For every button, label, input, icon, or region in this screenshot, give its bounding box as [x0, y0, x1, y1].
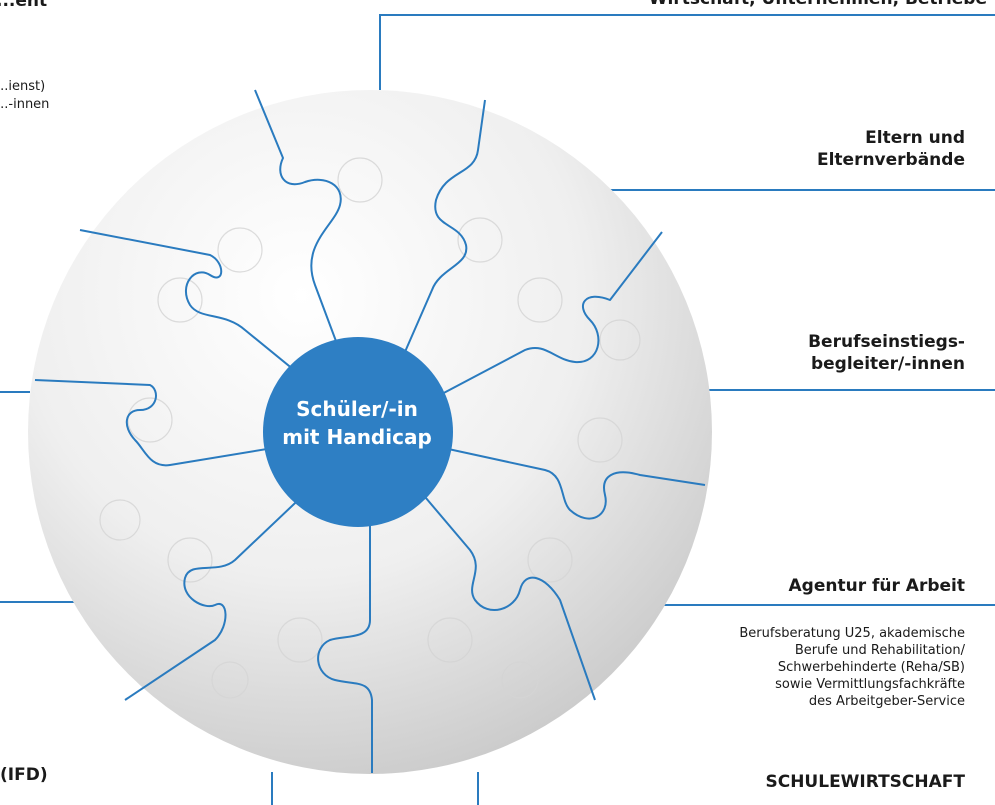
partner-ifd: (IFD)	[0, 765, 48, 785]
partner-beruf-line-2: begleiter/-innen	[810, 354, 965, 374]
agentur-desc-line-1: Berufsberatung U25, akademische	[739, 626, 965, 641]
partner-agentur-desc: Berufsberatung U25, akademische Berufe u…	[739, 625, 965, 710]
connector-top-right	[379, 14, 995, 90]
partner-top-left-title: ...ent	[0, 0, 48, 11]
partner-agentur: Agentur für Arbeit	[788, 576, 965, 596]
agentur-desc-line-4: sowie Vermittlungsfachkräfte	[775, 677, 965, 692]
agentur-desc-line-2: Berufe und Rehabilitation/	[794, 643, 965, 658]
partner-wirtschaft: Wirtschaft, Unternehmen, Betriebe	[649, 0, 987, 10]
partner-berufseinstieg: Berufseinstiegs- begleiter/-innen	[808, 331, 965, 375]
center-line-2: mit Handicap	[282, 425, 432, 449]
partner-schulewirtschaft: SCHULEWIRTSCHAFT	[765, 772, 965, 792]
partner-eltern: Eltern und Elternverbände	[817, 127, 965, 171]
partner-top-left-desc-1: ...ienst)	[0, 79, 46, 94]
agentur-desc-line-5: des Arbeitgeber-Service	[808, 694, 965, 709]
puzzle-cut-9	[79, 229, 371, 433]
puzzle-cut-7	[124, 431, 371, 701]
partner-beruf-line-1: Berufseinstiegs-	[808, 332, 965, 352]
puzzle-cut-2	[369, 99, 486, 433]
agentur-desc-line-3: Schwerbehinderte (Reha/SB)	[777, 660, 965, 675]
puzzle-cut-8	[34, 379, 371, 467]
center-label: Schüler/-in mit Handicap	[262, 395, 452, 451]
partner-eltern-line-1: Eltern und	[865, 128, 965, 148]
puzzle-cut-1	[254, 89, 371, 433]
partner-top-left-desc-2: ...-innen	[0, 97, 50, 112]
center-hub	[263, 337, 453, 527]
puzzle-cut-5	[369, 431, 596, 701]
partner-eltern-line-2: Elternverbände	[816, 150, 965, 170]
puzzle-cut-3	[369, 231, 663, 433]
center-line-1: Schüler/-in	[296, 397, 418, 421]
puzzle-cut-4	[369, 431, 706, 520]
puzzle-cut-6	[317, 432, 373, 773]
